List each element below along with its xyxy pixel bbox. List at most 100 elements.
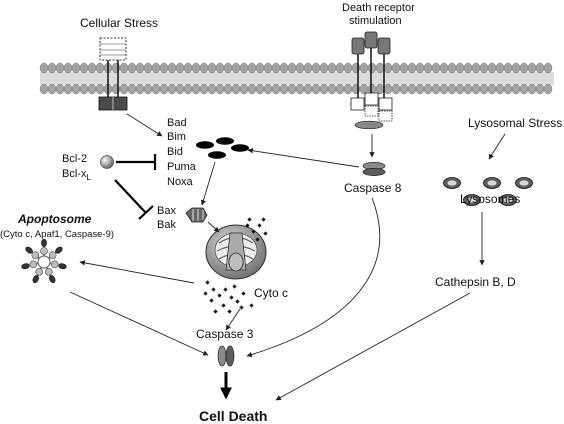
- lipid-head-bottom: [223, 83, 233, 95]
- lipid-head-top: [87, 62, 97, 74]
- lipid-head-bottom: [311, 83, 321, 95]
- lipid-head-bottom: [207, 83, 217, 95]
- lipid-head-top: [55, 62, 65, 74]
- cyto-c-dot: [261, 217, 266, 222]
- cyto-c-dot: [223, 287, 228, 292]
- lipid-head-top: [479, 62, 489, 74]
- lipid-head-bottom: [215, 83, 225, 95]
- apoptosome-components-label: (Cyto c, Apaf1, Caspase-9): [0, 229, 114, 240]
- caspase9-unit: [25, 246, 33, 254]
- apoptosome-hub: [37, 255, 51, 269]
- lipid-head-top: [127, 62, 137, 74]
- lipid-head-bottom: [135, 83, 145, 95]
- stress-to-bh3-arrow: [126, 113, 163, 137]
- lipid-head-bottom: [79, 83, 89, 95]
- lipid-head-top: [311, 62, 321, 74]
- lysosome-core: [467, 197, 477, 203]
- lipid-head-bottom: [175, 83, 185, 95]
- lipid-head-top: [167, 62, 177, 74]
- membrane-heads-top: [39, 62, 553, 74]
- lipid-head-top: [295, 62, 305, 74]
- lipid-head-top: [47, 62, 57, 74]
- lipid-head-bottom: [399, 83, 409, 95]
- caspase3-dimer-icon: [217, 345, 235, 367]
- lipid-head-top: [71, 62, 81, 74]
- lipid-head-top: [511, 62, 521, 74]
- lipid-head-top: [119, 62, 129, 74]
- lipid-head-bottom: [375, 83, 385, 95]
- lipid-head-top: [143, 62, 153, 74]
- puma-label: Puma: [167, 161, 197, 173]
- lipid-head-bottom: [263, 83, 273, 95]
- lipid-head-top: [151, 62, 161, 74]
- cyto-c-dot: [239, 305, 244, 310]
- death-receptor-label-line2: stimulation: [349, 15, 402, 27]
- lipid-head-bottom: [247, 83, 257, 95]
- cyto-c-dot: [211, 287, 216, 292]
- cellular-stress-label: Cellular Stress: [80, 16, 158, 30]
- lipid-head-bottom: [287, 83, 297, 95]
- lipid-head-top: [487, 62, 497, 74]
- apaf1-unit: [31, 251, 40, 259]
- lipid-head-bottom: [95, 83, 105, 95]
- lipid-head-top: [471, 62, 481, 74]
- lipid-head-top: [287, 62, 297, 74]
- lipid-head-top: [503, 62, 513, 74]
- lipid-head-top: [159, 62, 169, 74]
- caspase3-label: Caspase 3: [196, 327, 254, 341]
- cyto-c-dot: [249, 303, 254, 308]
- cyto-c-dot: [209, 298, 214, 303]
- lipid-head-bottom: [391, 83, 401, 95]
- lipid-head-bottom: [303, 83, 313, 95]
- apaf1-unit: [35, 268, 44, 276]
- lipid-head-top: [175, 62, 185, 74]
- caspase9-unit: [32, 275, 39, 284]
- membrane-receptor-icon: [98, 37, 128, 111]
- lipid-head-top: [303, 62, 313, 74]
- caspase8-label: Caspase 8: [344, 181, 402, 195]
- death-receptor-icon: [350, 31, 393, 130]
- lipid-head-bottom: [279, 83, 289, 95]
- lipid-head-bottom: [367, 83, 377, 95]
- noxa-label: Noxa: [167, 176, 194, 188]
- lipid-head-top: [343, 62, 353, 74]
- cyto-c-dot: [213, 309, 218, 314]
- lipid-head-bottom: [87, 83, 97, 95]
- cyto-c-dot: [245, 223, 250, 228]
- caspase9-unit: [55, 246, 63, 254]
- bid-label: Bid: [167, 146, 183, 158]
- lipid-head-bottom: [447, 83, 457, 95]
- bh3-to-bax-arrow: [200, 161, 216, 206]
- pathway-arrows: [69, 113, 506, 401]
- lysosomes-label: Lysosomes: [460, 192, 520, 206]
- lipid-head-bottom: [495, 83, 505, 95]
- lipid-head-top: [543, 62, 553, 74]
- lipid-head-top: [327, 62, 337, 74]
- lipid-head-top: [335, 62, 345, 74]
- lipid-head-top: [423, 62, 433, 74]
- lipid-head-bottom: [359, 83, 369, 95]
- apaf1-unit: [44, 268, 53, 276]
- lipid-head-bottom: [167, 83, 177, 95]
- lipid-head-top: [263, 62, 273, 74]
- lipid-head-bottom: [383, 83, 393, 95]
- lipid-head-top: [519, 62, 529, 74]
- lipid-head-bottom: [183, 83, 193, 95]
- lipid-head-top: [495, 62, 505, 74]
- cyto-c-dot: [251, 229, 256, 234]
- lipid-head-top: [199, 62, 209, 74]
- lipid-head-bottom: [463, 83, 473, 95]
- lipid-head-bottom: [111, 83, 121, 95]
- lipid-head-top: [383, 62, 393, 74]
- cyto-c-label: Cyto c: [254, 286, 288, 300]
- apoptosome-label: Apoptosome: [17, 212, 92, 226]
- bh3-proteins: Bad Bim Bid Puma Noxa: [167, 117, 249, 188]
- lipid-head-top: [255, 62, 265, 74]
- lipid-head-bottom: [415, 83, 425, 95]
- cyto-c-dot: [229, 295, 234, 300]
- bax-to-mito-arrow: [207, 221, 220, 233]
- bcl2-label: Bcl-2: [62, 153, 87, 165]
- lipid-head-top: [271, 62, 281, 74]
- cathepsin-to-death-arrow: [275, 292, 471, 401]
- lipid-head-top: [95, 62, 105, 74]
